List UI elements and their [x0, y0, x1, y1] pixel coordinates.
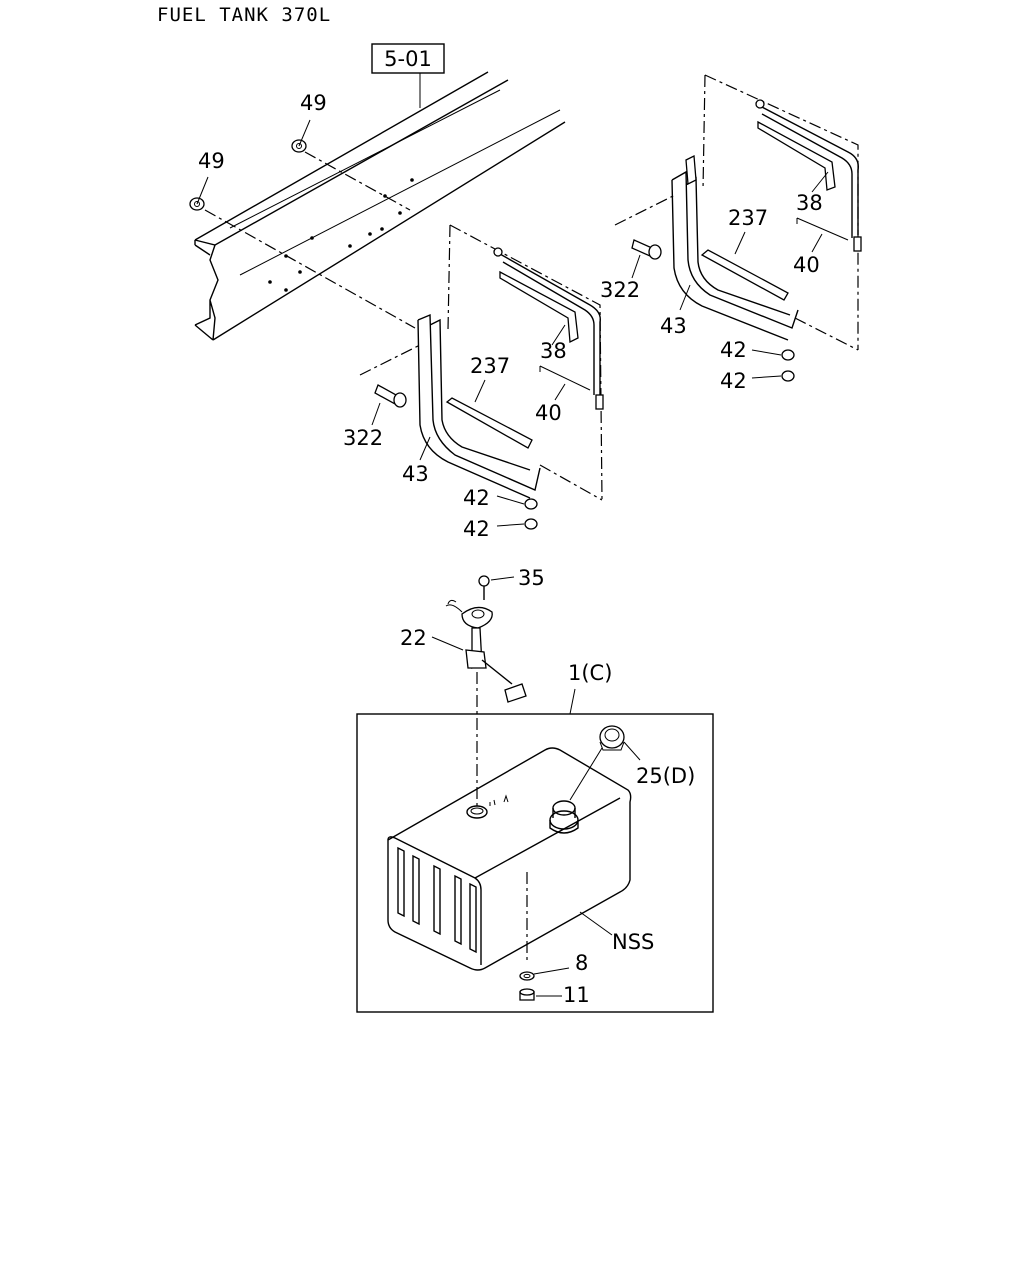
- diagram-title: FUEL TANK 370L: [157, 4, 332, 26]
- callout-43-right[interactable]: 43: [660, 314, 687, 338]
- callout-38-left[interactable]: 38: [540, 339, 567, 363]
- fuel-cap-25[interactable]: [599, 725, 641, 761]
- callout-237-right[interactable]: 237: [728, 206, 768, 230]
- nut-49-upper[interactable]: 49: [291, 91, 411, 211]
- right-nut-42-lower: [751, 370, 795, 382]
- reference-box-label: 5-01: [384, 47, 432, 71]
- nut-49-lower[interactable]: 49: [189, 149, 416, 329]
- callout-322-right[interactable]: 322: [600, 278, 640, 302]
- left-bracket-assembly: [359, 224, 604, 530]
- callout-42-left-upper[interactable]: 42: [463, 486, 490, 510]
- right-rubber-38: [757, 120, 836, 191]
- screw-35: [478, 575, 515, 600]
- callout-11[interactable]: 11: [563, 983, 590, 1007]
- drain-plug-11[interactable]: [519, 988, 562, 1001]
- washer-8[interactable]: [519, 967, 570, 981]
- left-rubber-38: [499, 270, 579, 344]
- fuel-tank-assembly-box: [356, 713, 714, 1013]
- callout-49-upper: 49: [300, 91, 327, 115]
- callout-40-right[interactable]: 40: [793, 253, 820, 277]
- callout-43-left[interactable]: 43: [402, 462, 429, 486]
- right-bracket-assembly: [614, 74, 862, 382]
- left-strap-pad-237: [445, 397, 533, 449]
- right-nut-42-upper: [751, 349, 795, 361]
- left-bolt-322: [359, 344, 421, 426]
- gauge-port: [466, 794, 509, 819]
- callout-8[interactable]: 8: [575, 951, 588, 975]
- callout-38-right[interactable]: 38: [796, 191, 823, 215]
- fuel-tank: [387, 747, 632, 971]
- callout-42-right-lower[interactable]: 42: [720, 369, 747, 393]
- callout-42-left-lower[interactable]: 42: [463, 517, 490, 541]
- reference-box[interactable]: 5-01: [371, 43, 445, 108]
- callout-49-lower: 49: [198, 149, 225, 173]
- filler-neck: [549, 800, 579, 834]
- callout-22[interactable]: 22: [400, 626, 427, 650]
- callout-25[interactable]: 25(D): [636, 764, 695, 788]
- right-bolt-322: [614, 194, 676, 279]
- callout-42-right-upper[interactable]: 42: [720, 338, 747, 362]
- callout-nss[interactable]: NSS: [612, 930, 654, 954]
- left-nut-42-upper: [496, 495, 538, 510]
- frame-rail: [194, 71, 566, 341]
- fuel-gauge-unit: [431, 575, 527, 806]
- callout-237-left[interactable]: 237: [470, 354, 510, 378]
- callout-40-left[interactable]: 40: [535, 401, 562, 425]
- callout-35[interactable]: 35: [518, 566, 545, 590]
- callout-1[interactable]: 1(C): [568, 661, 612, 685]
- left-nut-42-lower: [496, 518, 538, 530]
- right-strap-pad-237: [700, 249, 789, 301]
- callout-322-left[interactable]: 322: [343, 426, 383, 450]
